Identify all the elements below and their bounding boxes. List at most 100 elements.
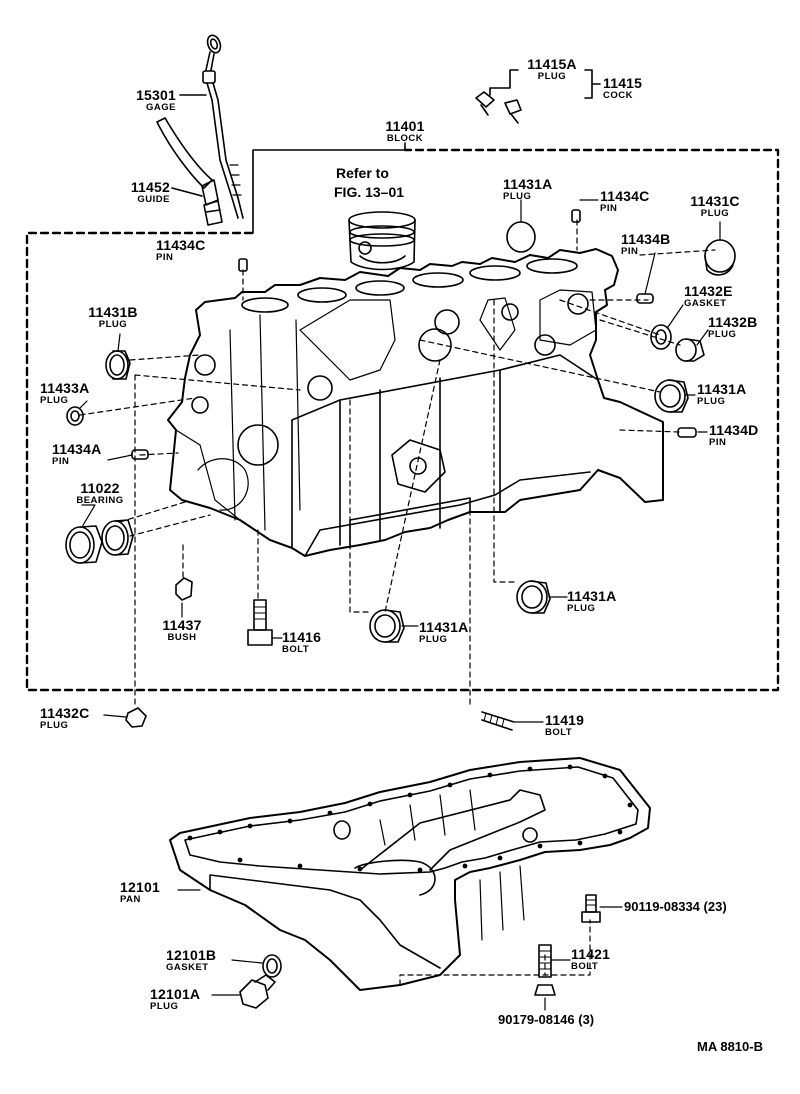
callout-90119: 90119-08334 (23) [624, 900, 727, 913]
part-name: PLUG [419, 634, 448, 645]
part-name: PLUG [697, 396, 726, 407]
part-number: 11434C [156, 237, 206, 253]
part-number: 11415A [527, 56, 577, 72]
part-number: 11434C [600, 188, 650, 204]
part-name: GUIDE [137, 194, 170, 205]
part-number: 11434B [621, 231, 671, 247]
drawing-code: MA 8810-B [697, 1039, 763, 1054]
part-name: BOLT [545, 727, 573, 738]
callout-11419: 11419 BOLT [545, 713, 584, 738]
plug-11433a [66, 406, 84, 426]
part-number: 11431A [503, 176, 553, 192]
callout-leaders [79, 199, 721, 723]
callout-90179: 90179-08146 (3) [498, 1013, 594, 1026]
cock-plug-leader [489, 69, 519, 96]
part-number: 11416 [282, 629, 322, 645]
pin-11434d [677, 427, 697, 438]
callout-11452: 11452 GUIDE [106, 180, 170, 205]
nut-90179 [534, 984, 556, 996]
part-name: PLUG [40, 720, 69, 731]
callout-11431c: 11431C PLUG [680, 194, 750, 219]
part-number: 90119-08334 (23) [624, 899, 727, 914]
bolt-11421 [538, 944, 552, 978]
callout-11431a-right: 11431A PLUG [697, 382, 746, 407]
pan-guides [399, 919, 591, 986]
callout-11434d: 11434D PIN [709, 423, 758, 448]
part-name: PLUG [567, 603, 596, 614]
pin-11434b [636, 293, 654, 304]
callout-12101a: 12101A PLUG [150, 987, 200, 1012]
pin-11434c-right [571, 209, 581, 223]
part-name: GAGE [146, 102, 176, 113]
plug-11431a-top [506, 221, 536, 253]
callout-11432b: 11432B PLUG [708, 315, 757, 340]
callout-15301: 15301 GAGE [112, 88, 176, 113]
bush-11437 [175, 577, 193, 601]
part-number: 90179-08146 (3) [498, 1012, 595, 1027]
callout-11022: 11022 BEARING [60, 481, 140, 506]
part-number: 11431C [690, 193, 740, 209]
part-number: 11401 [385, 118, 425, 134]
reference-line-1: Refer to [336, 165, 389, 181]
callout-12101b: 12101B GASKET [166, 948, 216, 973]
part-number: 11432C [40, 705, 90, 721]
callout-11431a-bottom: 11431A PLUG [419, 620, 468, 645]
callout-12101: 12101 PAN [120, 880, 160, 905]
piston-reference: Refer to FIG. 13–01 [334, 166, 404, 199]
drain-cock-drawing [475, 91, 522, 124]
plug-11432b [675, 338, 697, 362]
exploded-guides [79, 219, 716, 706]
part-name: PIN [709, 437, 727, 448]
part-name: PLUG [150, 1001, 179, 1012]
guide-drawing [156, 117, 223, 226]
guide-leader [171, 187, 203, 197]
part-name: PLUG [98, 319, 128, 330]
part-name: PAN [120, 894, 141, 905]
cylinder-block-drawing [167, 248, 664, 557]
part-number: 11431B [88, 304, 138, 320]
part-number: 11452 [130, 179, 170, 195]
callout-11432c: 11432C PLUG [40, 706, 89, 731]
callout-11415a: 11415A PLUG [514, 57, 590, 82]
block-assembly-frame [25, 148, 780, 692]
part-number: 11433A [40, 380, 90, 396]
part-number: 12101B [166, 947, 217, 963]
plug-12101a [239, 974, 276, 1009]
part-name: GASKET [684, 298, 727, 309]
part-name: BEARING [76, 495, 124, 506]
part-name: COCK [603, 90, 633, 101]
gasket-11432e [650, 324, 672, 350]
piston-drawing [348, 211, 416, 271]
part-name: PIN [600, 203, 618, 214]
callout-11434a: 11434A PIN [52, 442, 101, 467]
callout-11416: 11416 BOLT [282, 630, 321, 655]
reference-line-2: FIG. 13–01 [334, 184, 405, 200]
part-number: 11437 [162, 617, 202, 633]
part-name: GASKET [166, 962, 209, 973]
plug-11431c [704, 239, 736, 273]
bearing-11022 [65, 519, 134, 564]
part-name: PLUG [708, 329, 737, 340]
part-name: PLUG [537, 71, 567, 82]
part-name: BOLT [282, 644, 310, 655]
part-number: 15301 [136, 87, 176, 103]
callout-11401: 11401 BLOCK [365, 119, 445, 144]
part-name: PLUG [700, 208, 730, 219]
callout-11434c-right: 11434C PIN [600, 189, 649, 214]
callout-11432e: 11432E GASKET [684, 284, 733, 309]
part-number: 11431A [697, 381, 747, 397]
oil-gage-drawing [202, 34, 244, 219]
part-name: PLUG [503, 191, 532, 202]
part-number: 11434D [709, 422, 759, 438]
callout-11434c-left: 11434C PIN [156, 238, 205, 263]
part-name: BUSH [167, 632, 197, 643]
callout-11437: 11437 BUSH [150, 618, 214, 643]
callout-11431b: 11431B PLUG [78, 305, 148, 330]
part-name: PLUG [40, 395, 69, 406]
part-name: BOLT [571, 961, 599, 972]
small-parts [65, 209, 736, 731]
part-name: PIN [52, 456, 70, 467]
bolt-11416 [247, 599, 273, 646]
pan-leaders [177, 889, 623, 1011]
